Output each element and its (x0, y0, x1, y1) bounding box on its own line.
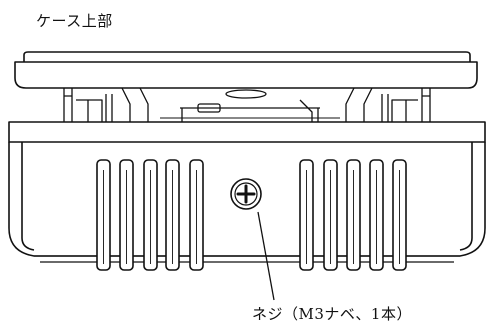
vent-grille-right (299, 159, 407, 271)
vent-grille-left (96, 159, 204, 271)
case-body (8, 121, 486, 263)
case-top-cover (14, 51, 478, 89)
phillips-screw-icon (230, 178, 262, 210)
screw-label: ネジ（M3ナベ、1本） (252, 305, 412, 323)
case-top-label: ケース上部 (36, 12, 113, 30)
internal-parts (63, 87, 431, 122)
screw-leader-line (257, 211, 275, 301)
